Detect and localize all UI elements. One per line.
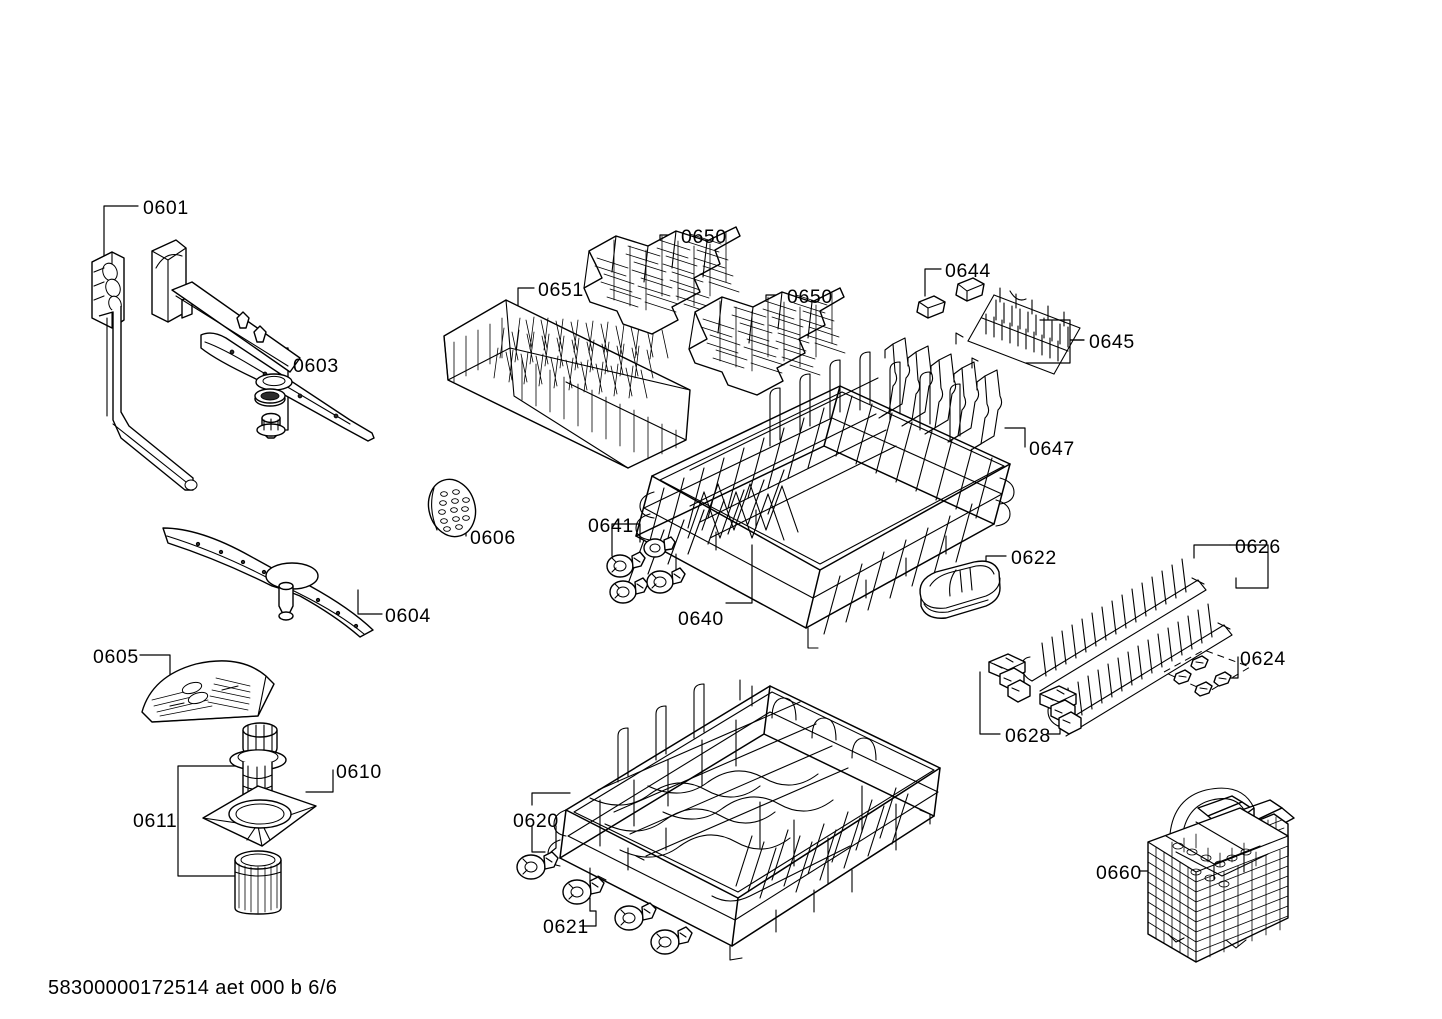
- part-label-0660: 0660: [1096, 862, 1142, 884]
- part-label-0650-lower: 0650: [787, 286, 833, 308]
- part-0621-rollers: [516, 851, 693, 955]
- part-0626-plate-racks: [1021, 558, 1233, 737]
- part-0644-rack-clips: [916, 277, 985, 319]
- part-label-0651: 0651: [538, 279, 584, 301]
- part-label-0603: 0603: [293, 355, 339, 377]
- part-0620-lower-basket: [547, 679, 941, 961]
- document-footer: 58300000172514 aet 000 b 6/6: [48, 977, 338, 999]
- part-label-0620: 0620: [513, 810, 559, 832]
- part-0606-filter-disc: [427, 478, 477, 538]
- part-label-0606: 0606: [470, 527, 516, 549]
- part-0610-0611-filter-assembly: [202, 722, 317, 915]
- part-0650-folding-plate-rack-upper: [583, 226, 741, 335]
- part-label-0626: 0626: [1235, 536, 1281, 558]
- part-label-0621: 0621: [543, 916, 589, 938]
- part-label-0611: 0611: [133, 810, 178, 832]
- part-0641-rollers: [606, 536, 686, 604]
- part-0604-lower-spray-arm: [162, 527, 374, 638]
- part-0624-clip-set: [1162, 649, 1252, 697]
- part-label-0647: 0647: [1029, 438, 1075, 460]
- part-label-0601: 0601: [143, 197, 189, 219]
- part-label-0604: 0604: [385, 605, 431, 627]
- part-label-0624: 0624: [1240, 648, 1286, 670]
- part-label-0610: 0610: [336, 761, 382, 783]
- part-label-0640: 0640: [678, 608, 724, 630]
- part-label-0644: 0644: [945, 260, 991, 282]
- part-label-0605: 0605: [93, 646, 139, 668]
- part-0660-cutlery-basket: [1147, 787, 1295, 963]
- part-label-0622: 0622: [1011, 547, 1057, 569]
- part-label-0628: 0628: [1005, 725, 1051, 747]
- part-0640-upper-basket: [627, 351, 1015, 649]
- part-0622-small-items-tray: [919, 560, 1001, 619]
- part-0628-rail-end-stops: [988, 653, 1082, 735]
- part-0601-water-supply-pipe: [91, 251, 198, 491]
- part-0651-cutlery-drawer: [443, 299, 691, 469]
- part-0650-folding-plate-rack-lower: [688, 287, 846, 396]
- part-0605-coarse-filter: [141, 660, 275, 723]
- part-0645-cup-rack: [955, 287, 1081, 375]
- part-label-0650-upper: 0650: [681, 226, 727, 248]
- part-label-0641: 0641: [588, 515, 634, 537]
- part-label-0645: 0645: [1089, 331, 1135, 353]
- part-0603-upper-spray-arm: [151, 239, 375, 442]
- part-0647-glass-holders: [878, 337, 1003, 451]
